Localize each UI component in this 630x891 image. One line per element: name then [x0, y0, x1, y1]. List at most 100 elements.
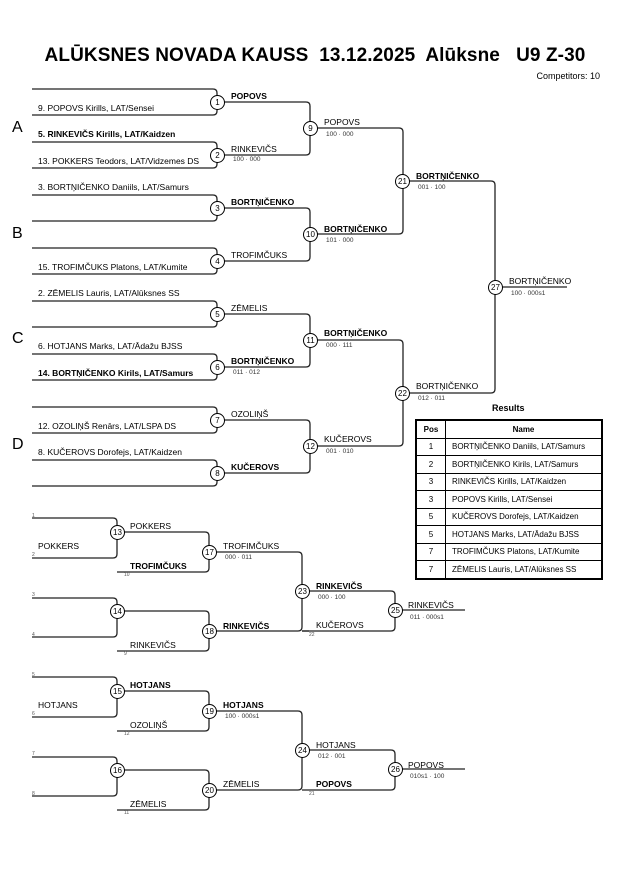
seed-label: 5	[32, 672, 35, 678]
seed-label: 10	[124, 572, 130, 578]
match-number-18: 18	[202, 624, 217, 639]
match-23-winner: RINKEVIČS	[316, 581, 363, 591]
match-20-winner: ZĒMELIS	[223, 779, 260, 789]
bracket-line-rep-15	[32, 676, 118, 718]
match-number-14: 14	[110, 604, 125, 619]
results-name: ZĒMELIS Lauris, LAT/Alūksnes SS	[445, 560, 603, 579]
seed-label: 12	[124, 731, 130, 737]
bracket-line-rep-23	[209, 551, 303, 632]
results-pos: 5	[415, 525, 446, 544]
seed-label: 4	[32, 632, 35, 638]
match-10-score: 101 · 000	[326, 237, 354, 244]
seed-label: 3	[32, 592, 35, 598]
match-11-winner: BORTŅIČENKO	[324, 328, 388, 338]
match-25-winner: RINKEVIČS	[408, 600, 454, 610]
match-6-winner: BORTŅIČENKO	[231, 356, 295, 366]
match-12-score: 001 · 010	[326, 448, 354, 455]
match-12-winner: KUČEROVS	[324, 434, 372, 444]
rep-18-bottom: RINKEVIČS	[130, 640, 176, 650]
match-9-winner: POPOVS	[324, 117, 360, 127]
match-number-27: 27	[488, 280, 503, 295]
pool-label-c: C	[12, 330, 24, 347]
match-11-score: 000 · 111	[326, 342, 353, 349]
rep-15-bottom: HOTJANS	[38, 700, 78, 710]
results-pos: 1	[415, 437, 446, 456]
match-number-7: 7	[210, 413, 225, 428]
seed-label: 1	[32, 513, 35, 519]
match-27-score: 100 · 000s1	[511, 290, 546, 297]
seed-label: 8	[32, 791, 35, 797]
seed-label: 2	[32, 552, 35, 558]
match-21-score: 001 · 100	[418, 184, 446, 191]
entry-rinkevics: 5. RINKEVIČS Kirills, LAT/Kaidzen	[38, 129, 176, 139]
results-pos: 5	[415, 507, 446, 526]
page-title: ALŪKSNES NOVADA KAUSS 13.12.2025 Alūksne…	[44, 45, 586, 66]
entry-pokkers: 13. POKKERS Teodors, LAT/Vidzemes DS	[38, 156, 200, 166]
match-18-winner: RINKEVIČS	[223, 621, 270, 631]
match-number-23: 23	[295, 584, 310, 599]
match-number-10: 10	[303, 227, 318, 242]
match-number-19: 19	[202, 704, 217, 719]
match-19-score: 100 · 000s1	[225, 713, 260, 720]
match-4-winner: TROFIMČUKS	[231, 250, 288, 260]
match-number-16: 16	[110, 763, 125, 778]
match-6-score: 011 · 012	[233, 369, 260, 376]
match-number-15: 15	[110, 684, 125, 699]
results-name: POPOVS Kirills, LAT/Sensei	[445, 490, 603, 509]
match-number-22: 22	[395, 386, 410, 401]
match-24-score: 012 · 001	[318, 753, 346, 760]
match-number-26: 26	[388, 762, 403, 777]
competitors-count: Competitors: 10	[536, 71, 600, 81]
match-number-12: 12	[303, 439, 318, 454]
seed-label: 9	[124, 651, 127, 657]
match-1-winner: POPOVS	[231, 91, 267, 101]
pool-label-a: A	[12, 119, 23, 136]
results-name: RINKEVIČS Kirills, LAT/Kaidzen	[445, 472, 603, 491]
match-22-score: 012 · 011	[418, 395, 445, 402]
entry-bortnicenko-daniils: 3. BORTŅIČENKO Daniils, LAT/Samurs	[38, 182, 189, 192]
bracket-line-rep-16	[32, 756, 118, 797]
entry-zemelis: 2. ZĒMELIS Lauris, LAT/Alūksnes SS	[38, 288, 180, 298]
match-17-score: 000 · 011	[225, 554, 252, 561]
match-7-winner: OZOLIŅŠ	[231, 409, 269, 419]
seed-label: 7	[32, 751, 35, 757]
seed-label: 11	[124, 810, 130, 816]
rep-23-bottom: KUČEROVS	[316, 620, 364, 630]
match-5-winner: ZĒMELIS	[231, 303, 268, 313]
rep-20-bottom: ZĒMELIS	[130, 799, 167, 809]
seed-label: 22	[309, 632, 315, 638]
results-header-name: Name	[445, 419, 603, 439]
match-24-winner: HOTJANS	[316, 740, 356, 750]
rep-13-bottom: POKKERS	[38, 541, 80, 551]
match-8-winner: KUČEROVS	[231, 462, 280, 472]
match-27-winner: BORTŅIČENKO	[509, 276, 572, 286]
results-name: TROFIMČUKS Platons, LAT/Kumite	[445, 542, 603, 561]
match-number-3: 3	[210, 201, 225, 216]
results-name: BORTŅIČENKO Daniils, LAT/Samurs	[445, 437, 603, 456]
bracket-line-r1-5	[32, 300, 218, 328]
match-number-25: 25	[388, 603, 403, 618]
match-number-9: 9	[303, 121, 318, 136]
match-number-13: 13	[110, 525, 125, 540]
pool-label-b: B	[12, 225, 23, 242]
match-number-2: 2	[210, 148, 225, 163]
match-21-winner: BORTŅIČENKO	[416, 171, 480, 181]
results-name: BORTŅIČENKO Kirils, LAT/Samurs	[445, 455, 603, 474]
match-number-20: 20	[202, 783, 217, 798]
match-number-8: 8	[210, 466, 225, 481]
entry-bortnicenko-kirils: 14. BORTŅIČENKO Kirils, LAT/Samurs	[38, 368, 194, 378]
match-number-21: 21	[395, 174, 410, 189]
match-22-winner: BORTŅIČENKO	[416, 381, 479, 391]
match-number-6: 6	[210, 360, 225, 375]
match-number-24: 24	[295, 743, 310, 758]
results-header-pos: Pos	[415, 419, 446, 439]
match-2-score: 100 · 000	[233, 156, 261, 163]
match-25-score: 011 · 000s1	[410, 614, 444, 621]
match-3-winner: BORTŅIČENKO	[231, 197, 295, 207]
